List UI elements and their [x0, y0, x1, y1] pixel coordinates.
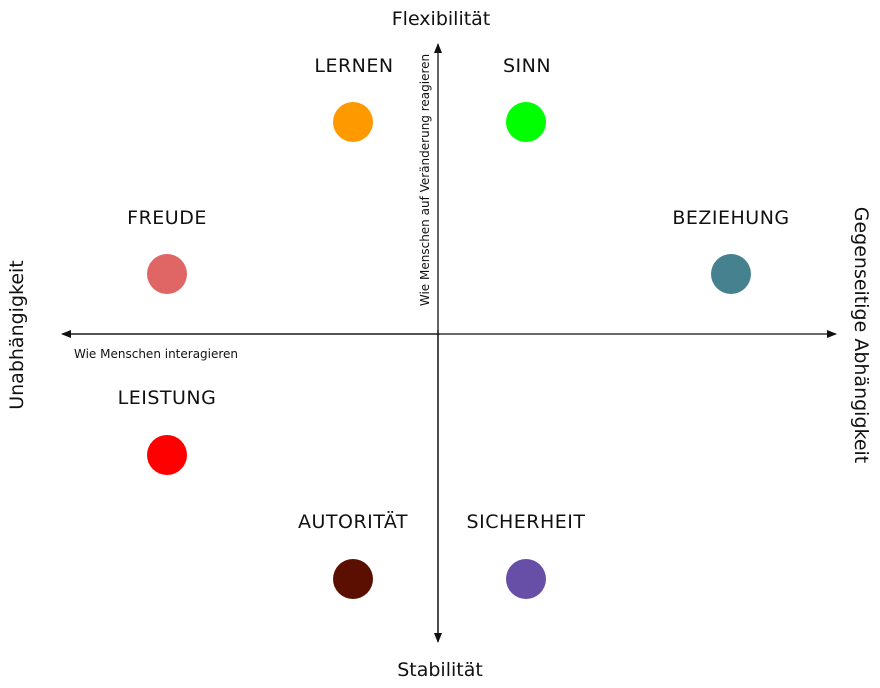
value-label-lernen: LERNEN — [314, 55, 393, 77]
value-autoritaet: AUTORITÄT — [298, 510, 408, 599]
value-label-sicherheit: SICHERHEIT — [467, 511, 586, 533]
value-beziehung: BEZIEHUNG — [672, 207, 789, 294]
value-dot-lernen — [333, 102, 373, 142]
value-sicherheit: SICHERHEIT — [467, 511, 586, 599]
value-dot-autoritaet — [333, 559, 373, 599]
value-label-autoritaet: AUTORITÄT — [298, 510, 408, 533]
value-leistung: LEISTUNG — [118, 387, 217, 475]
pole-label-top: Flexibilität — [392, 8, 491, 30]
value-label-leistung: LEISTUNG — [118, 387, 217, 409]
value-freude: FREUDE — [127, 207, 207, 294]
pole-label-bottom: Stabilität — [397, 659, 483, 681]
value-label-sinn: SINN — [503, 55, 551, 77]
value-sinn: SINN — [503, 55, 551, 142]
pole-label-left: Unabhängigkeit — [6, 260, 28, 410]
value-dot-leistung — [147, 435, 187, 475]
value-label-beziehung: BEZIEHUNG — [672, 207, 789, 229]
value-label-freude: FREUDE — [127, 207, 207, 229]
value-dot-beziehung — [711, 254, 751, 294]
value-dot-freude — [147, 254, 187, 294]
value-dot-sicherheit — [506, 559, 546, 599]
horizontal-axis-caption: Wie Menschen interagieren — [74, 347, 238, 361]
value-lernen: LERNEN — [314, 55, 393, 142]
pole-label-right: Gegenseitige Abhängigkeit — [850, 207, 872, 464]
vertical-axis-caption: Wie Menschen auf Veränderung reagieren — [418, 54, 432, 306]
value-dot-sinn — [506, 102, 546, 142]
